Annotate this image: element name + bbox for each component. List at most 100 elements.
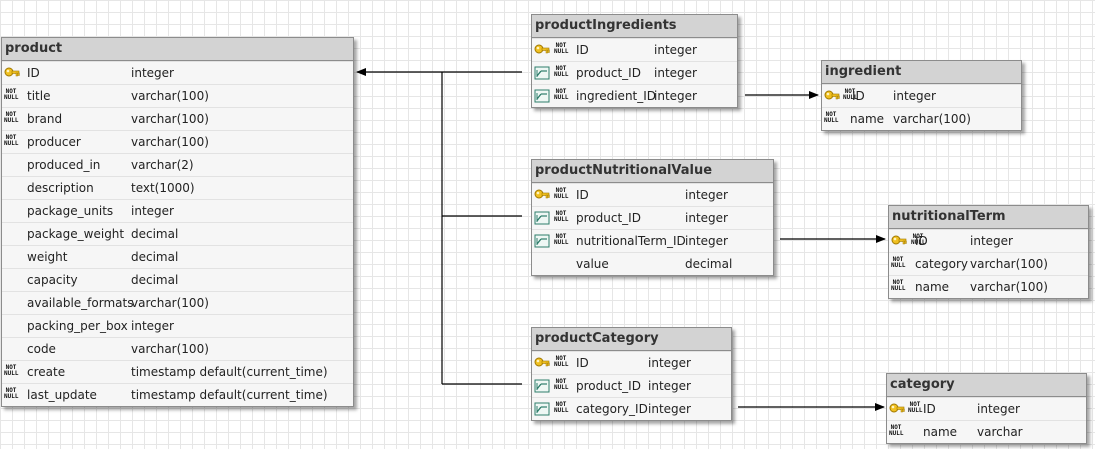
column-type: varchar(100) [970, 257, 1048, 271]
column-type: integer [654, 66, 697, 80]
column-name: ingredient_ID [576, 89, 657, 103]
column-name: weight [27, 250, 68, 264]
table-header: ingredient [822, 61, 1021, 84]
primary-key-icon [534, 188, 550, 202]
column-name: ID [923, 402, 936, 416]
column-type: integer [131, 204, 174, 218]
column-name: package_units [27, 204, 114, 218]
column-name: name [915, 280, 950, 294]
primary-key-icon [824, 89, 840, 103]
table-header: productIngredients [532, 15, 737, 38]
column-row-package_units[interactable]: package_units integer [2, 199, 353, 222]
column-name: packing_per_box [27, 319, 128, 333]
column-name: brand [27, 112, 63, 126]
column-type: varchar(100) [131, 112, 209, 126]
table-header: productCategory [532, 328, 731, 351]
column-name: product_ID [576, 66, 641, 80]
column-type: decimal [131, 273, 179, 287]
primary-key-icon [889, 402, 905, 416]
column-name: ID [576, 188, 589, 202]
column-name: category [915, 257, 969, 271]
table-header: nutritionalTerm [889, 206, 1088, 229]
column-type: integer [893, 89, 936, 103]
foreign-key-icon [534, 234, 550, 248]
column-type: varchar(100) [970, 280, 1048, 294]
primary-key-icon [534, 356, 550, 370]
column-type: integer [654, 43, 697, 57]
column-type: varchar(100) [131, 135, 209, 149]
column-type: integer [131, 319, 174, 333]
column-name: name [850, 112, 885, 126]
column-name: ID [576, 43, 589, 57]
column-name: code [27, 342, 56, 356]
column-name: create [27, 365, 66, 379]
column-name: last_update [27, 388, 97, 402]
column-type: integer [977, 402, 1020, 416]
table-header: category [887, 374, 1086, 397]
column-row-code[interactable]: code varchar(100) [2, 337, 353, 360]
column-type: varchar [977, 425, 1023, 439]
column-name: description [27, 181, 94, 195]
column-type: timestamp default(current_time) [131, 388, 328, 402]
primary-key-icon [4, 66, 20, 80]
foreign-key-icon [534, 211, 550, 225]
column-type: integer [131, 66, 174, 80]
column-name: ID [915, 234, 928, 248]
column-type: integer [685, 234, 728, 248]
column-name: nutritionalTerm_ID [576, 234, 686, 248]
column-type: varchar(100) [131, 342, 209, 356]
column-type: decimal [685, 257, 733, 271]
table-header: productNutritionalValue [532, 160, 773, 183]
foreign-key-icon [534, 66, 550, 80]
foreign-key-icon [534, 379, 550, 393]
column-name: name [923, 425, 958, 439]
